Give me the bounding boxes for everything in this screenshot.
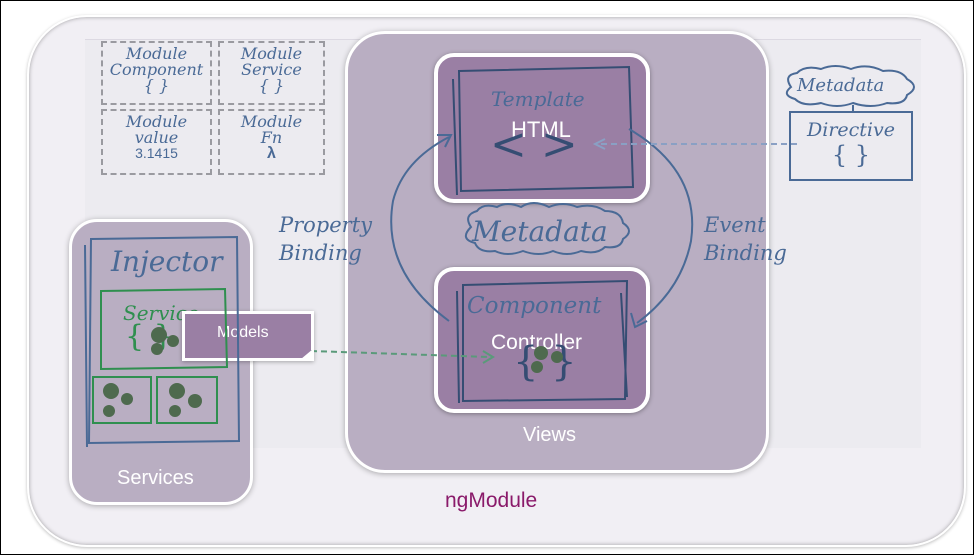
property-binding-label: Property Binding xyxy=(279,211,372,268)
event-binding-arrowhead xyxy=(630,312,648,329)
directive-box: Directive { } xyxy=(789,111,913,181)
services-label: Services xyxy=(117,467,194,489)
gear-icon xyxy=(169,383,185,399)
models-callout: Models xyxy=(182,311,314,361)
module-value-line2: value xyxy=(134,128,179,147)
property-binding-line1: Property xyxy=(279,213,373,237)
gear-icon xyxy=(121,393,133,405)
views-label: Views xyxy=(523,424,576,446)
directive-glyph: { } xyxy=(831,141,871,169)
module-service-box: Module Service { } xyxy=(218,41,325,105)
gear-icon xyxy=(534,346,548,360)
event-binding-line1: Event xyxy=(704,213,766,237)
template-tile xyxy=(434,53,650,203)
module-fn-line1: Module xyxy=(240,112,303,131)
metadata-right-label: Metadata xyxy=(797,75,885,96)
template-sketch-box xyxy=(452,65,635,196)
component-brace-glyph: { } xyxy=(513,339,577,385)
metadata-center-label: Metadata xyxy=(472,215,608,248)
property-binding-arc xyxy=(390,136,450,322)
template-angle-glyph: < > xyxy=(490,119,578,170)
event-binding-label: Event Binding xyxy=(704,211,787,268)
property-binding-arrowhead xyxy=(437,134,453,148)
module-value-box: Module value 3.1415 xyxy=(101,109,212,175)
module-component-box: Module Component { } xyxy=(101,41,212,105)
models-label: Models xyxy=(217,324,269,341)
gear-icon xyxy=(188,394,202,408)
gear-icon xyxy=(167,335,179,347)
module-fn-line2: Fn xyxy=(260,128,283,147)
injector-sketch-box xyxy=(84,235,241,448)
gear-icon xyxy=(151,327,167,343)
gears-group xyxy=(103,327,563,417)
module-service-line1: Module xyxy=(240,44,303,63)
directive-label: Directive xyxy=(807,119,895,141)
module-component-line2: Component xyxy=(109,60,204,79)
ngmodule-label: ngModule xyxy=(445,489,538,512)
event-binding-line2: Binding xyxy=(704,241,787,266)
module-service-line3: { } xyxy=(258,76,285,95)
module-component-line3: { } xyxy=(143,76,170,95)
directive-arrowhead xyxy=(592,138,606,150)
module-value-line1: Module xyxy=(125,112,188,131)
gear-icon xyxy=(103,405,115,417)
models-arrowhead xyxy=(482,350,495,364)
gear-box-left xyxy=(92,376,152,424)
template-html-label: HTML xyxy=(511,117,571,142)
component-label: Component xyxy=(467,293,602,319)
services-panel xyxy=(69,219,253,505)
metadata-center-cloud xyxy=(464,202,630,255)
gear-icon xyxy=(169,405,181,417)
template-label: Template xyxy=(491,87,585,111)
module-fn-line3: λ xyxy=(267,145,276,162)
component-controller-label: Controller xyxy=(491,331,583,354)
metadata-right-cloud xyxy=(785,65,915,107)
component-sketch-box xyxy=(456,279,629,404)
module-value-line3: 3.1415 xyxy=(135,145,178,161)
gear-box-right xyxy=(156,376,218,424)
module-fn-box: Module Fn λ xyxy=(218,109,325,175)
service-green-box xyxy=(100,287,229,371)
injector-label: Injector xyxy=(111,245,223,278)
gear-icon xyxy=(151,343,163,355)
gear-icon xyxy=(103,383,119,399)
event-binding-arc xyxy=(628,128,694,324)
models-callout-tail xyxy=(301,349,314,360)
property-binding-line2: Binding xyxy=(279,241,362,266)
component-tile xyxy=(434,267,650,413)
gear-icon xyxy=(531,361,543,373)
gear-icon xyxy=(551,351,563,363)
module-component-line1: Module xyxy=(125,44,188,63)
module-service-line2: Service xyxy=(241,60,302,79)
